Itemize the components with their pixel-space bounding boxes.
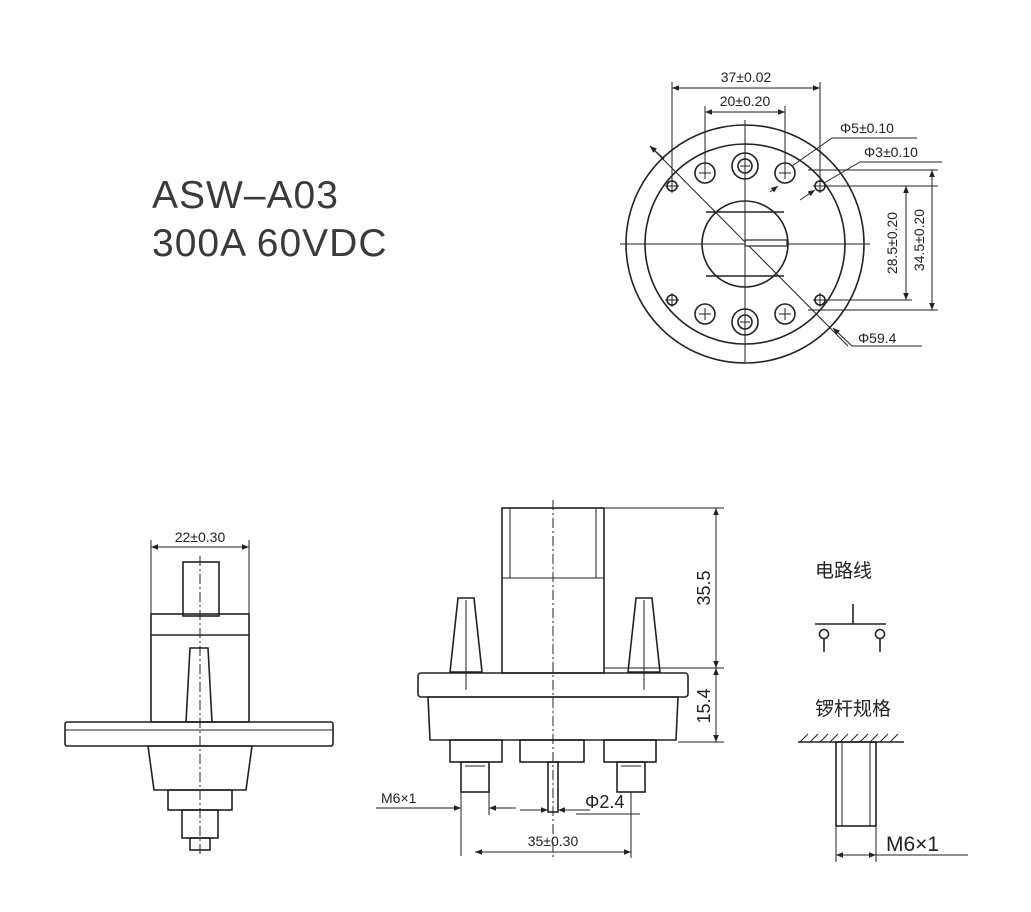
dim-22-label: 22±0.30 — [175, 529, 226, 545]
circuit-symbol — [815, 604, 886, 652]
stud-spec-title: 锣杆规格 — [815, 698, 891, 720]
dim-35-5-label: 35.5 — [694, 570, 714, 605]
circuit-diagram-title: 电路线 — [815, 560, 872, 582]
dim-28-5-label: 28.5±0.20 — [884, 212, 900, 274]
legend: 电路线 锣杆规格 — [798, 560, 968, 862]
terminal-holes — [665, 152, 827, 336]
dim-35-label: 35±0.30 — [528, 833, 579, 849]
top-view: 37±0.02 20±0.20 Φ5±0.10 Φ3±0.10 28.5±0.2… — [620, 69, 942, 364]
side-view: 22±0.30 — [64, 529, 334, 856]
dim-phi59-label: Φ59.4 — [858, 330, 897, 346]
dim-phi3-label: Φ3±0.10 — [864, 144, 918, 160]
rating-title: 300A 60VDC — [152, 222, 388, 265]
dim-37-label: 37±0.02 — [721, 69, 772, 85]
front-view: 35.5 15.4 M6×1 Φ2.4 35±0.30 — [376, 500, 724, 860]
dim-m6-label: M6×1 — [381, 790, 417, 806]
dim-15-4-label: 15.4 — [694, 688, 714, 723]
stud-spec-symbol — [798, 733, 968, 862]
dim-34-5-label: 34.5±0.20 — [911, 209, 927, 271]
dim-phi5-label: Φ5±0.10 — [840, 120, 894, 136]
model-title: ASW–A03 — [152, 174, 339, 217]
stud-spec-dim-label: M6×1 — [886, 833, 939, 856]
dim-phi2-4-label: Φ2.4 — [585, 792, 624, 812]
dim-20-label: 20±0.20 — [720, 93, 771, 109]
